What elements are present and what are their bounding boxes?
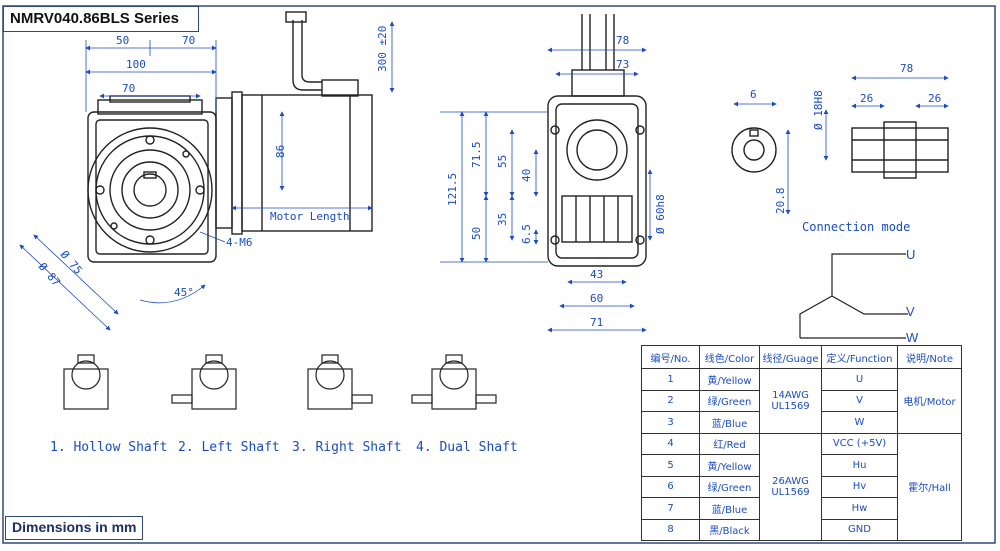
- cell-no: 2: [641, 389, 700, 412]
- pinout-table: 编号/No. 线色/Color 线径/Guage 定义/Function 说明/…: [641, 345, 962, 541]
- hollow-shaft-drawing: [731, 121, 949, 179]
- dim-26-left: 26: [860, 92, 874, 105]
- dim-300: 300 ±20: [376, 25, 389, 72]
- table-header-row: 编号/No. 线色/Color 线径/Guage 定义/Function 说明/…: [641, 345, 962, 369]
- cell-gauge-power: 14AWG UL1569: [759, 368, 822, 434]
- dim-45-degree: 45°: [174, 286, 194, 299]
- table-row: 4 红/Red 26AWG UL1569 VCC (+5V) 霍尔/Hall: [641, 432, 962, 541]
- cell-color: 黄/Yellow: [699, 454, 760, 477]
- dim-55: 55: [496, 154, 509, 168]
- cell-function: VCC (+5V): [821, 432, 898, 455]
- page-title: NMRV040.86BLS Series: [3, 6, 199, 32]
- shaft-option-dual: 4. Dual Shaft: [416, 440, 518, 455]
- dim-100: 100: [126, 58, 146, 71]
- phase-v-label: V: [906, 304, 915, 319]
- cell-note-motor: 电机/Motor: [897, 368, 962, 434]
- cell-color: 绿/Green: [699, 389, 760, 412]
- side-view-drawing: [547, 14, 647, 267]
- dim-78: 78: [616, 34, 630, 47]
- cell-function: Hu: [821, 454, 898, 477]
- cell-function: Hw: [821, 497, 898, 520]
- shaft-option-icons: [63, 354, 497, 410]
- shaft-option-hollow: 1. Hollow Shaft: [50, 440, 168, 455]
- cell-color: 黑/Black: [699, 518, 760, 541]
- front-view-drawing: [87, 11, 373, 263]
- dim-60h8: Ø 60h8: [654, 194, 667, 234]
- header-no: 编号/No.: [641, 345, 700, 369]
- dim-73: 73: [616, 58, 630, 71]
- cell-function: Hv: [821, 475, 898, 498]
- cell-no: 7: [641, 497, 700, 520]
- dim-20-8: 20.8: [774, 187, 787, 215]
- cell-gauge-hall: 26AWG UL1569: [759, 432, 822, 541]
- dim-60: 60: [590, 292, 604, 305]
- cell-no: 1: [641, 368, 700, 391]
- shaft-option-right: 3. Right Shaft: [292, 440, 402, 455]
- cell-function: V: [821, 389, 898, 412]
- dimensions-note: Dimensions in mm: [5, 516, 143, 540]
- dim-71: 71: [590, 316, 604, 329]
- cell-color: 蓝/Blue: [699, 411, 760, 434]
- dim-50: 50: [116, 34, 130, 47]
- side-view-dimension-lines: [440, 47, 653, 333]
- dim-18h8: Ø 18H8: [812, 90, 825, 130]
- connection-mode-label: Connection mode: [802, 220, 911, 234]
- cell-no: 4: [641, 432, 700, 455]
- dim-78-shaft: 78: [900, 62, 914, 75]
- hollow-shaft-dimension-lines: [733, 75, 949, 215]
- dim-50-side: 50: [470, 226, 483, 240]
- dim-bolt: 4-M6: [226, 236, 253, 249]
- phase-u-label: U: [906, 247, 916, 262]
- cell-function: U: [821, 368, 898, 391]
- dim-43: 43: [590, 268, 604, 281]
- dim-86: 86: [274, 144, 287, 158]
- dim-26-right: 26: [928, 92, 942, 105]
- cell-no: 5: [641, 454, 700, 477]
- table-row: 7 蓝/Blue Hw: [641, 497, 962, 520]
- dim-70-inner: 70: [122, 82, 136, 95]
- table-row: 2 绿/Green V: [641, 389, 962, 412]
- header-function: 定义/Function: [821, 345, 898, 369]
- phase-w-label: W: [906, 330, 919, 345]
- table-row: 1 黄/Yellow 14AWG UL1569 U 电机/Motor: [641, 368, 962, 434]
- dim-71-5: 71.5: [470, 141, 483, 169]
- cell-function: GND: [821, 518, 898, 541]
- header-gauge: 线径/Guage: [759, 345, 822, 369]
- cell-color: 绿/Green: [699, 475, 760, 498]
- cell-color: 蓝/Blue: [699, 497, 760, 520]
- cell-no: 8: [641, 518, 700, 541]
- cell-color: 黄/Yellow: [699, 368, 760, 391]
- front-view-dimension-lines: [19, 21, 395, 331]
- cell-no: 3: [641, 411, 700, 434]
- dim-6: 6: [750, 88, 757, 101]
- table-row: 6 绿/Green Hv: [641, 475, 962, 498]
- dim-40: 40: [520, 168, 533, 182]
- cell-note-hall: 霍尔/Hall: [897, 432, 962, 541]
- dim-motor-length: Motor Length: [270, 210, 350, 223]
- dim-70-top: 70: [182, 34, 196, 47]
- cell-color: 红/Red: [699, 432, 760, 455]
- cell-no: 6: [641, 475, 700, 498]
- dim-121: 121.5: [446, 172, 459, 206]
- header-note: 说明/Note: [897, 345, 962, 369]
- shaft-option-left: 2. Left Shaft: [178, 440, 280, 455]
- wiring-diagram: [799, 253, 908, 339]
- dim-6-5: 6.5: [520, 224, 533, 244]
- table-row: 8 黑/Black GND: [641, 518, 962, 541]
- dim-35: 35: [496, 212, 509, 226]
- cell-function: W: [821, 411, 898, 434]
- header-color: 线色/Color: [699, 345, 760, 369]
